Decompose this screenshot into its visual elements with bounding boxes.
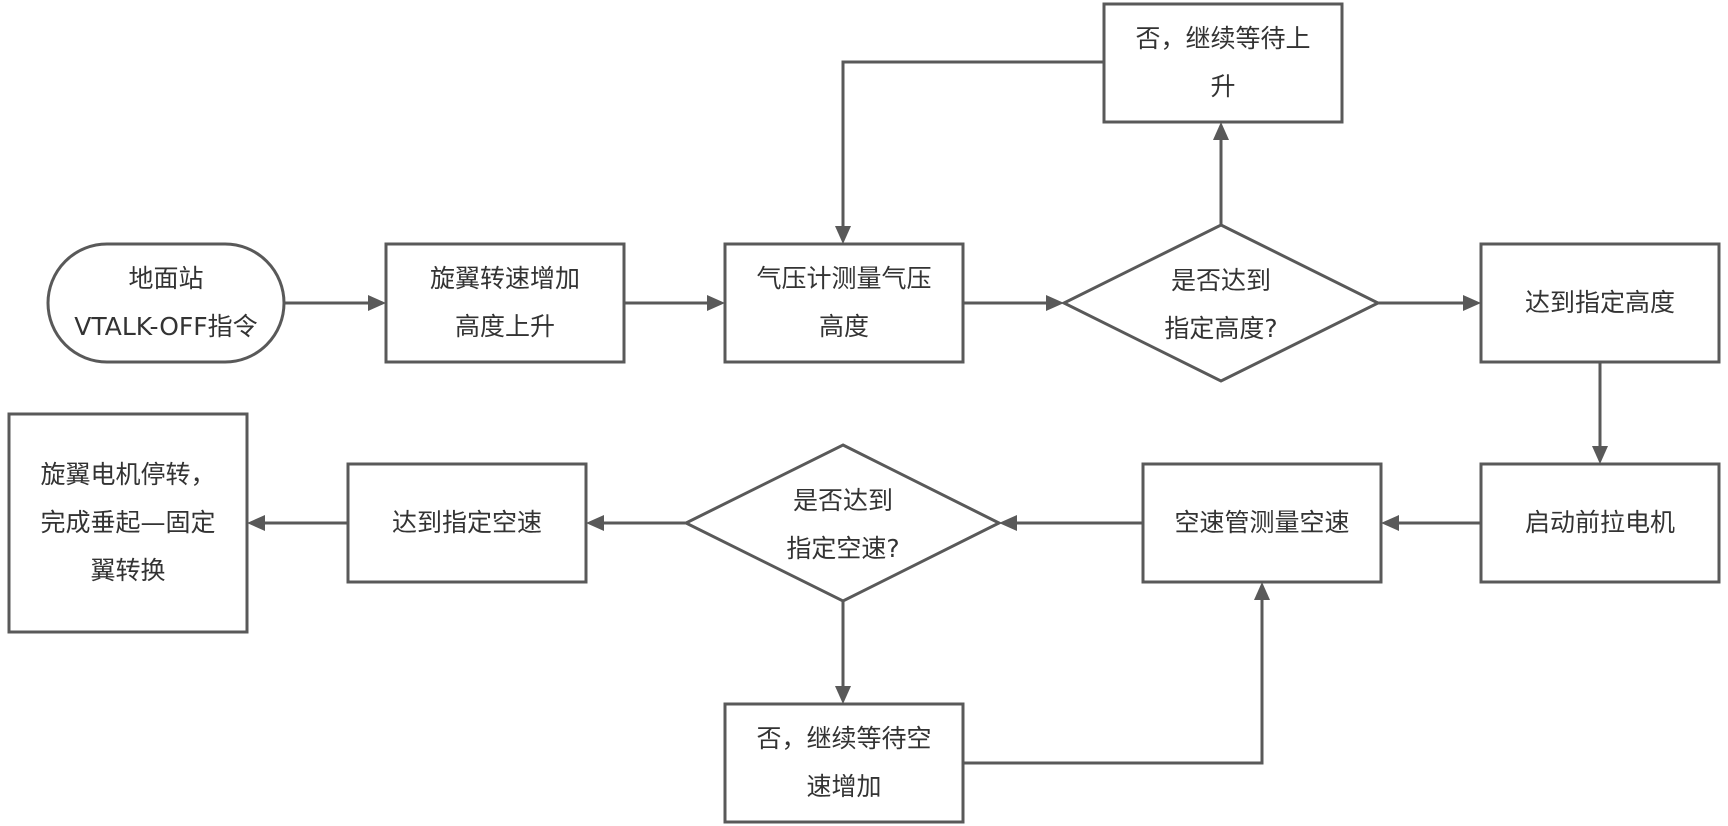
baro-measure-box [723, 242, 965, 364]
airspeed-check-label: 是否达到 指定空速? [786, 486, 900, 563]
altitude-check-diamond [1060, 223, 1382, 383]
connector-altitude-check-to-wait-climb [1213, 122, 1229, 225]
connector-airspeed-check-to-wait [835, 601, 851, 704]
airspeed-reached-box [346, 462, 588, 584]
wait-climb-label: 否，继续等待上 升 [1135, 24, 1311, 101]
rotor-speed-up-box [384, 242, 626, 364]
start-pusher-label: 启动前拉电机 [1524, 508, 1675, 537]
wait-airspeed-box [723, 702, 965, 824]
connector-airspeed-check-to-reached [586, 515, 686, 531]
connector-reached-to-transition [247, 515, 348, 531]
rotor-speed-up-label: 旋翼转速增加 高度上升 [429, 264, 580, 341]
connector-baro-to-altitude-check [963, 295, 1064, 311]
pitot-measure-label: 空速管测量空速 [1174, 508, 1350, 537]
connector-start-pusher-to-pitot [1381, 515, 1481, 531]
connector-wait-climb-to-baro [835, 60, 1104, 244]
connector-altitude-check-to-reached [1378, 295, 1481, 311]
altitude-reached-label: 达到指定高度 [1524, 288, 1675, 317]
wait-airspeed-label: 否，继续等待空 速增加 [756, 724, 932, 801]
connector-wait-airspeed-to-pitot [963, 582, 1270, 765]
connector-ground-to-rotor [284, 295, 386, 311]
baro-measure-label: 气压计测量气压 高度 [756, 264, 932, 341]
airspeed-reached-label: 达到指定空速 [391, 508, 542, 537]
transition-done-label: 旋翼电机停转， 完成垂起—固定 翼转换 [40, 460, 216, 585]
ground-station-label: 地面站 VTALK-OFF指令 [74, 264, 258, 341]
connector-rotor-to-baro [624, 295, 725, 311]
connector-pitot-to-airspeed-check [999, 515, 1143, 531]
connector-reached-to-start-pusher [1592, 362, 1608, 464]
altitude-check-label: 是否达到 指定高度? [1164, 266, 1278, 343]
